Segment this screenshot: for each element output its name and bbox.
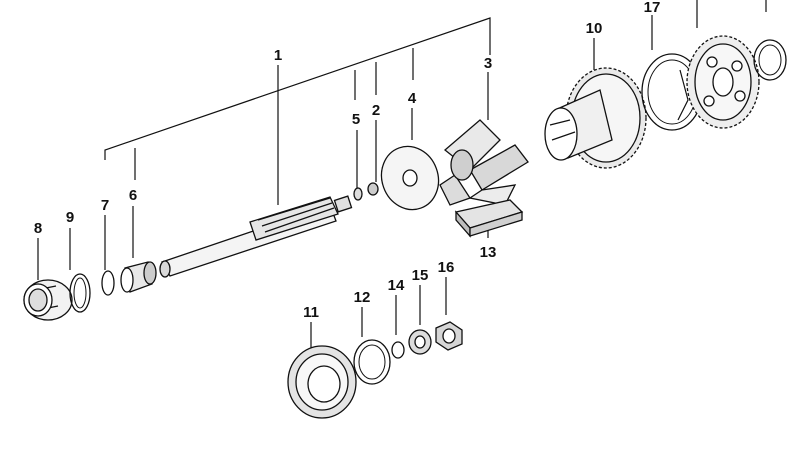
impeller-part	[439, 119, 529, 206]
small-washer-part	[391, 341, 405, 359]
circlip-part	[69, 273, 91, 313]
wedge-part	[454, 199, 524, 238]
label-part-7: 7	[101, 197, 109, 214]
shaft-part	[159, 195, 353, 278]
retaining-ring-part	[353, 339, 391, 385]
leader-lines	[37, 0, 767, 350]
needle-bearing-part	[23, 279, 73, 321]
label-part-14: 14	[388, 277, 405, 294]
hex-nut-part	[435, 321, 463, 351]
pin-part	[353, 182, 379, 201]
label-part-6: 6	[129, 187, 137, 204]
label-part-10: 10	[586, 20, 603, 37]
label-part-1: 1	[274, 47, 282, 64]
label-part-17: 17	[644, 0, 661, 16]
label-part-5: 5	[352, 111, 360, 128]
label-part-16: 16	[438, 259, 455, 276]
label-part-8: 8	[34, 220, 42, 237]
thick-washer-part	[408, 329, 432, 355]
label-part-12: 12	[354, 289, 371, 306]
label-part-13: 13	[480, 244, 497, 261]
large-circlip-part	[641, 53, 703, 131]
label-part-2: 2	[372, 102, 380, 119]
sleeve-part	[120, 261, 157, 293]
gear-part	[544, 67, 647, 169]
washer-part	[380, 145, 440, 211]
drive-gear-part	[686, 35, 760, 129]
label-part-15: 15	[412, 267, 429, 284]
seal-part	[287, 345, 357, 419]
small-ring-part	[101, 270, 115, 296]
part-labels: 1 2 3 4 5 6 7 8 9 10 11 12 13 14 15 16 1…	[34, 0, 661, 321]
label-part-9: 9	[66, 209, 74, 226]
label-part-4: 4	[408, 90, 417, 107]
label-part-3: 3	[484, 55, 492, 72]
label-part-11: 11	[303, 304, 319, 321]
seal-ring-part	[753, 39, 787, 81]
